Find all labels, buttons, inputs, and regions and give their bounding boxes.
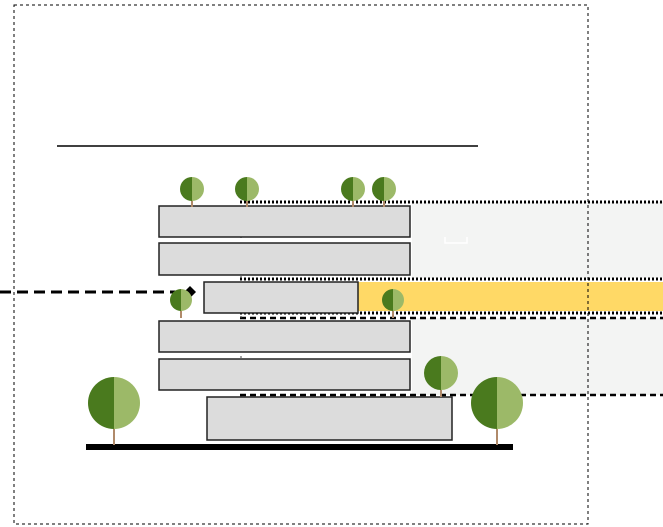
floor-slab-4 [158, 320, 411, 353]
bracket-mark [444, 237, 468, 244]
tree-terrace-left [170, 289, 192, 318]
tree-roof-4 [372, 177, 396, 207]
active-band [358, 282, 663, 311]
floor-slab-3-setback [203, 281, 359, 314]
tree-roof-1 [180, 177, 204, 207]
tree-ground-left [88, 377, 140, 445]
ground-line [86, 444, 513, 450]
floor-slab-6-ground [206, 396, 453, 441]
floor-slab-5 [158, 358, 411, 391]
outer-frame [13, 4, 589, 525]
floor-slab-1 [158, 205, 411, 238]
upper-zone [412, 202, 663, 278]
tree-roof-2 [235, 177, 259, 207]
tree-lower-terrace [424, 356, 458, 397]
floor-slab-2 [158, 242, 411, 276]
tree-roof-3 [341, 177, 365, 207]
tree-ground-right [471, 377, 523, 445]
tree-terrace-right [382, 289, 404, 318]
